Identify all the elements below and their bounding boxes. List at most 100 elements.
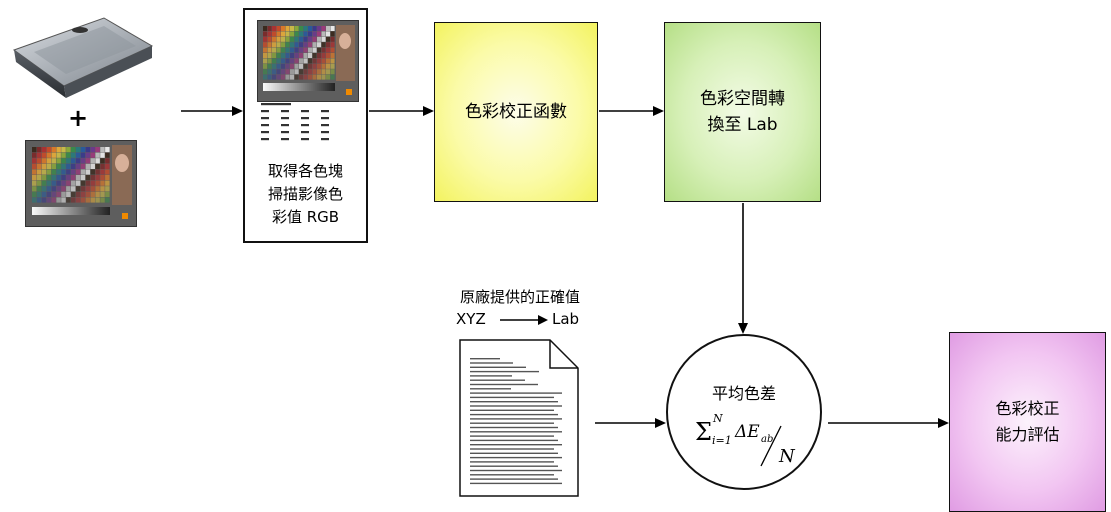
color-swatch — [80, 191, 86, 197]
color-swatch — [303, 53, 308, 58]
color-swatch — [321, 42, 326, 48]
table-cell-mark — [301, 138, 309, 141]
table-cell-mark — [321, 117, 329, 120]
arrow-card-to-function — [369, 106, 434, 116]
color-swatch — [285, 36, 290, 42]
color-swatch — [95, 186, 100, 192]
color-swatch — [267, 36, 272, 42]
color-swatch — [56, 169, 61, 175]
color-swatch — [85, 158, 91, 164]
color-swatch — [299, 47, 304, 53]
color-swatch — [61, 152, 66, 158]
color-swatch — [312, 74, 317, 80]
color-swatch — [326, 69, 331, 75]
color-swatch — [299, 74, 304, 80]
color-swatch — [41, 152, 47, 158]
calibration-function-label: 色彩校正函數 — [465, 102, 567, 122]
color-swatch — [51, 191, 56, 197]
color-swatch — [312, 42, 317, 48]
color-swatch — [100, 147, 105, 153]
color-swatch — [276, 74, 281, 80]
table-cell-mark — [321, 138, 329, 141]
color-swatch — [290, 42, 295, 48]
color-swatch — [317, 63, 322, 69]
color-swatch — [61, 158, 66, 164]
color-swatch — [100, 163, 105, 169]
color-swatch — [290, 36, 295, 42]
color-swatch — [299, 69, 304, 75]
color-swatch — [272, 36, 277, 42]
scan-data-card: 取得各色塊 掃描影像色 彩值 RGB — [243, 8, 368, 243]
color-swatch — [71, 147, 76, 153]
color-swatch — [61, 197, 66, 203]
color-swatch — [71, 158, 76, 164]
color-swatch — [61, 191, 66, 197]
color-swatch — [105, 152, 110, 158]
color-swatch — [263, 74, 268, 80]
color-swatch — [41, 186, 47, 192]
color-swatch — [36, 147, 42, 153]
color-swatch — [263, 47, 268, 53]
table-cell-mark — [321, 124, 329, 127]
color-swatch — [46, 186, 52, 192]
color-swatch — [105, 175, 110, 181]
color-swatch — [80, 175, 86, 181]
color-swatch — [61, 169, 66, 175]
color-chart-icon — [25, 140, 137, 227]
color-swatch — [105, 163, 110, 169]
color-swatch — [41, 158, 47, 164]
color-swatch — [317, 42, 322, 48]
color-swatch — [51, 169, 56, 175]
color-swatch — [317, 36, 322, 42]
color-swatch — [105, 191, 110, 197]
color-swatch — [80, 163, 86, 169]
average-color-difference-label: 平均色差 — [711, 384, 776, 403]
color-swatch — [290, 69, 295, 75]
color-swatch — [272, 26, 277, 31]
color-swatch — [317, 74, 322, 80]
color-swatch — [71, 152, 76, 158]
color-swatch — [46, 169, 52, 175]
color-swatch — [51, 186, 56, 192]
color-swatch — [308, 31, 313, 37]
document-text-line — [470, 366, 526, 368]
color-swatch — [85, 180, 91, 186]
color-swatch — [272, 42, 277, 48]
color-swatch — [272, 47, 277, 53]
table-cell-mark — [301, 117, 309, 120]
color-swatch — [294, 53, 299, 58]
table-cell-mark — [301, 110, 309, 113]
color-swatch — [312, 53, 317, 58]
color-swatch — [263, 31, 268, 37]
document-icon — [454, 336, 584, 502]
color-swatch — [290, 58, 295, 64]
color-swatch — [85, 163, 91, 169]
color-swatch — [75, 163, 81, 169]
color-swatch — [267, 74, 272, 80]
color-swatch — [95, 152, 100, 158]
color-swatch — [61, 186, 66, 192]
color-swatch — [281, 63, 286, 69]
color-swatch — [105, 197, 110, 203]
color-swatch — [299, 36, 304, 42]
color-swatch — [299, 26, 304, 31]
color-swatch — [36, 158, 42, 164]
color-swatch — [51, 152, 56, 158]
plus-sign: + — [68, 104, 89, 132]
color-swatch — [312, 63, 317, 69]
color-swatch — [303, 69, 308, 75]
table-cell-mark — [281, 131, 289, 134]
document-text-line — [470, 409, 554, 411]
color-swatch — [95, 163, 100, 169]
color-swatch — [51, 175, 56, 181]
color-swatch — [90, 197, 95, 203]
color-swatch — [56, 175, 61, 181]
color-swatch — [32, 152, 37, 158]
document-text-line — [470, 448, 554, 450]
color-swatch — [281, 42, 286, 48]
color-swatch — [51, 180, 56, 186]
color-swatch — [308, 58, 313, 64]
color-swatch — [75, 147, 81, 153]
color-swatch — [46, 197, 52, 203]
color-swatch — [317, 69, 322, 75]
